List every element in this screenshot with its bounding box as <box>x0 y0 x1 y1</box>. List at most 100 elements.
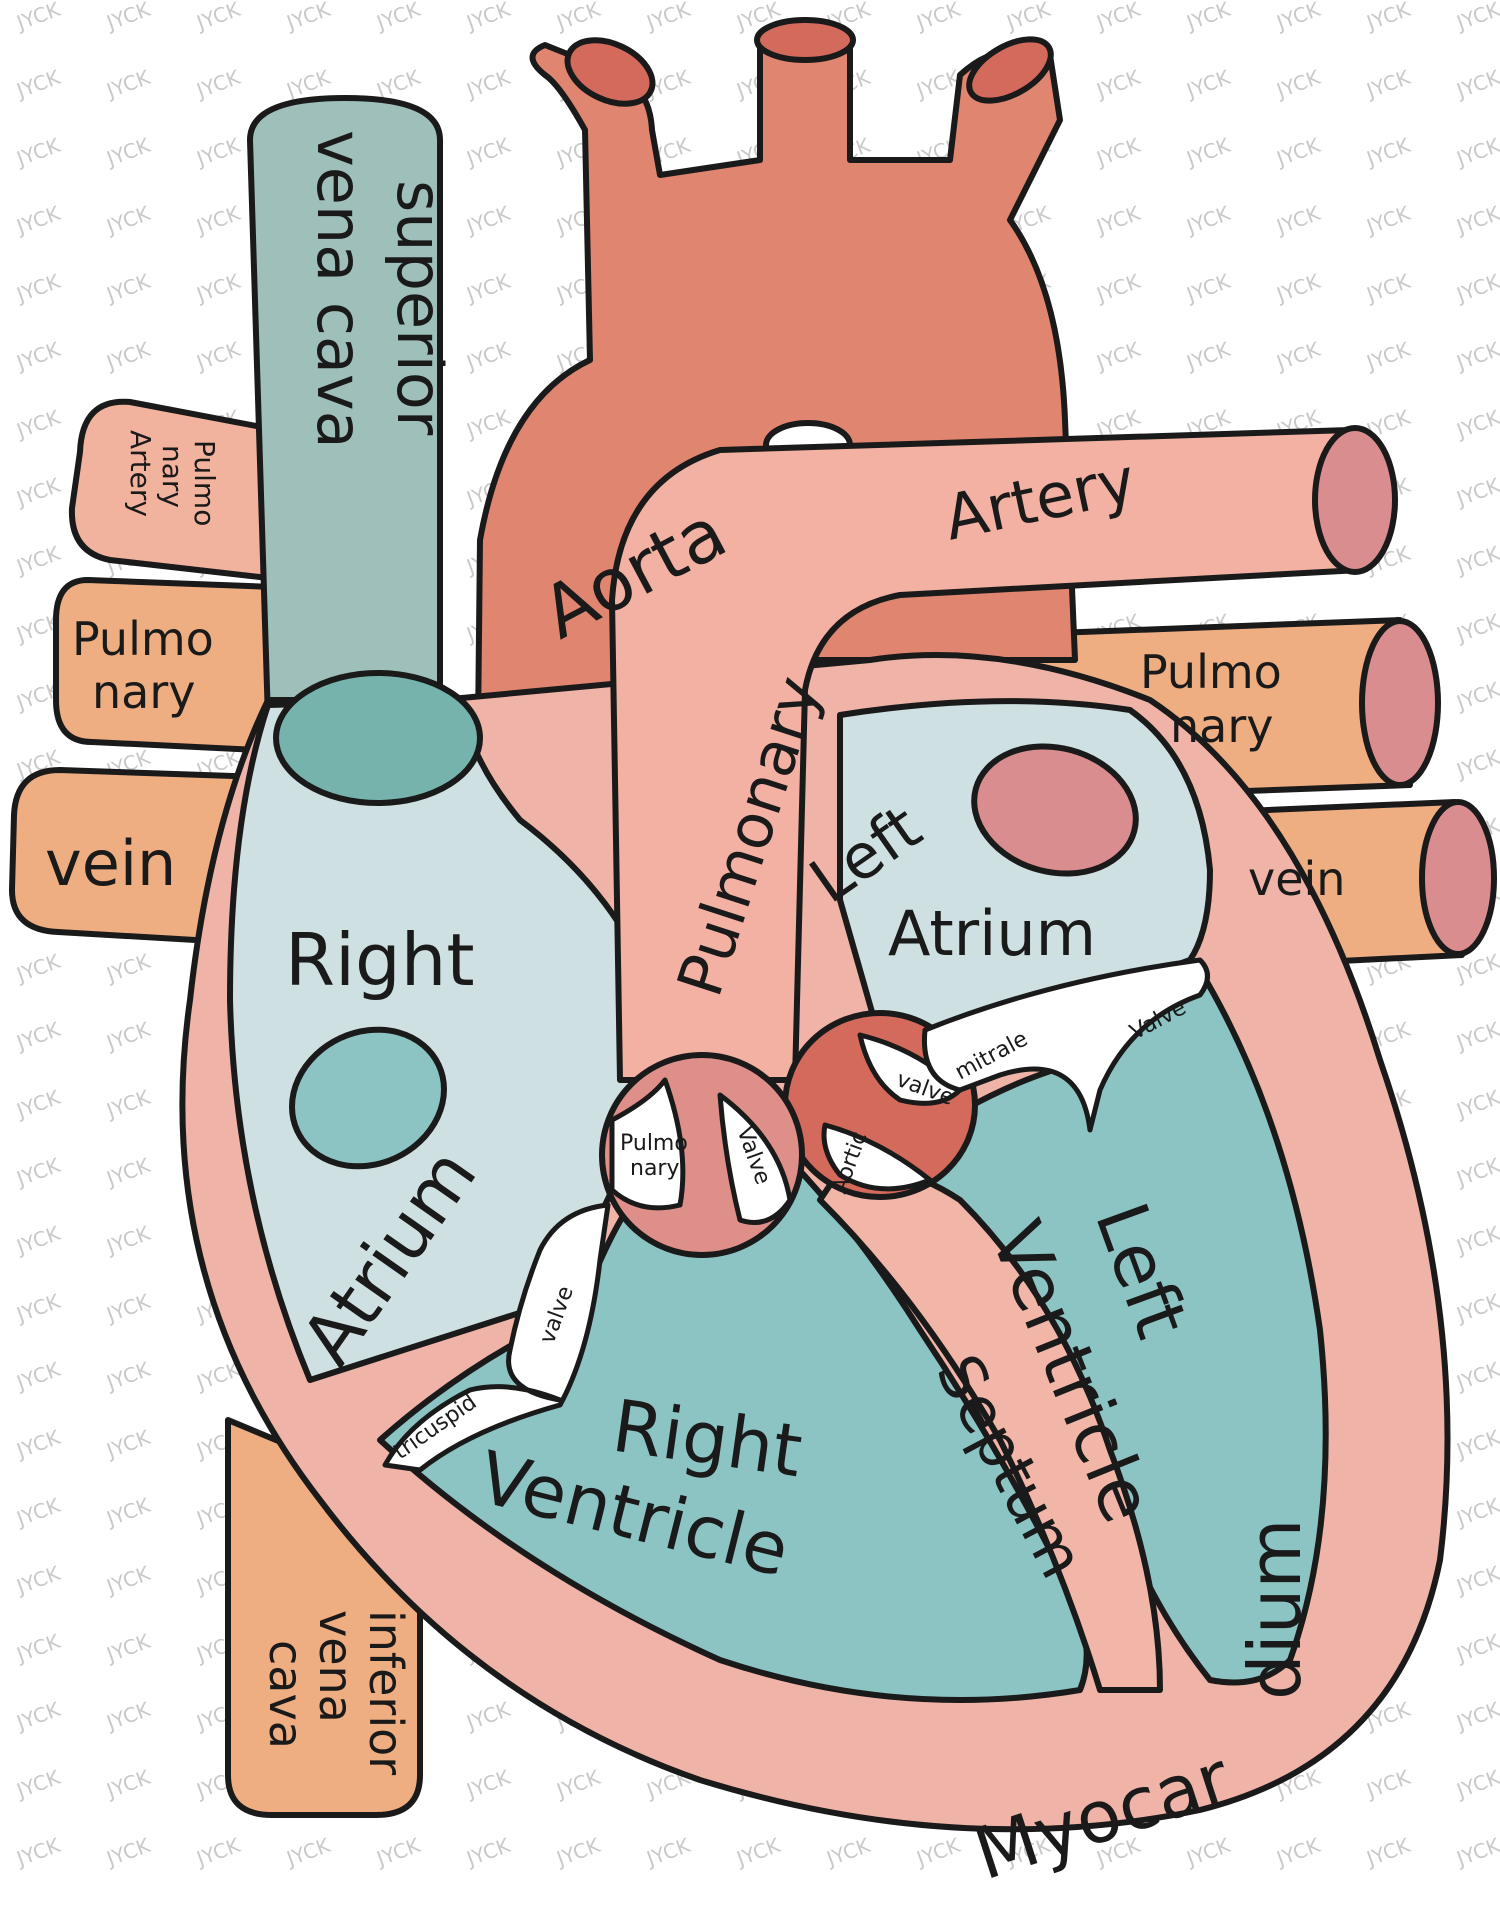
watermark-text: JYCK <box>12 1697 64 1736</box>
watermark-text: JYCK <box>102 1357 154 1396</box>
right-atrium-opening <box>289 1026 447 1170</box>
left-atrium-label-line2: Atrium <box>888 897 1096 970</box>
watermark-text: JYCK <box>102 1629 154 1668</box>
watermark-text: JYCK <box>1452 65 1500 104</box>
watermark-text: JYCK <box>732 1833 784 1872</box>
watermark-text: JYCK <box>12 1833 64 1872</box>
watermark-text: JYCK <box>102 1493 154 1532</box>
superior-vena-cava <box>247 95 443 723</box>
watermark-text: JYCK <box>192 0 244 35</box>
watermark-text: JYCK <box>552 0 604 35</box>
superior-vena-cava-opening <box>273 670 483 806</box>
watermark-text: JYCK <box>1182 269 1234 308</box>
watermark-text: JYCK <box>102 1561 154 1600</box>
watermark-text: JYCK <box>1452 1561 1500 1600</box>
inferior-vena-cava-label-line3: cava <box>259 1640 313 1749</box>
pulmonary-artery-left-label-line3: Artery <box>124 430 157 517</box>
watermark-text: JYCK <box>1362 201 1414 240</box>
watermark-text: JYCK <box>462 1697 514 1736</box>
watermark-text: JYCK <box>102 269 154 308</box>
watermark-text: JYCK <box>1092 269 1144 308</box>
pulmonary-valve-label-line2: nary <box>630 1156 680 1181</box>
watermark-text: JYCK <box>1362 65 1414 104</box>
pulmonary-vein-left-label-line1: Pulmo <box>72 612 214 666</box>
watermark-text: JYCK <box>12 1629 64 1668</box>
watermark-text: JYCK <box>642 1833 694 1872</box>
mitral-valve <box>921 957 1210 1133</box>
watermark-text: JYCK <box>192 337 244 376</box>
watermark-text: JYCK <box>1272 133 1324 172</box>
watermark-text: JYCK <box>12 1561 64 1600</box>
watermark-text: JYCK <box>1452 677 1500 716</box>
watermark-text: JYCK <box>1092 337 1144 376</box>
aorta-branch-3-opening <box>966 36 1054 104</box>
watermark-text: JYCK <box>1452 405 1500 444</box>
pulmonary-vein-right-label-line2: nary <box>1170 699 1273 753</box>
watermark-text: JYCK <box>102 133 154 172</box>
pulmonary-artery-right-opening <box>1312 425 1398 575</box>
pulmonary-artery-left-label-line1: Pulmo <box>188 440 221 526</box>
pulmonary-artery-left-label-line2: nary <box>156 445 189 508</box>
right-pulmonary-vein-lower-opening <box>1419 799 1497 957</box>
watermark-text: JYCK <box>1452 0 1500 35</box>
right-atrium-label-line1: Right <box>285 918 475 1002</box>
watermark-text: JYCK <box>1272 65 1324 104</box>
watermark-text: JYCK <box>1452 1153 1500 1192</box>
watermark-text: JYCK <box>1272 0 1324 35</box>
watermark-text: JYCK <box>1182 133 1234 172</box>
superior-vena-cava-label-line2: vena cava <box>303 130 376 449</box>
watermark-text: JYCK <box>1362 1765 1414 1804</box>
watermark-text: JYCK <box>192 1833 244 1872</box>
pulmonary-valve-cusp <box>609 1077 686 1211</box>
watermark-text: JYCK <box>12 201 64 240</box>
left-pulmonary-vein-upper <box>53 577 303 755</box>
aortic-valve-cusp <box>857 1032 963 1106</box>
watermark-text: JYCK <box>1092 0 1144 35</box>
watermark-text: JYCK <box>12 1017 64 1056</box>
right-atrium <box>227 697 653 1383</box>
myocardium-label-part2: dium <box>1233 1519 1317 1700</box>
watermark-text: JYCK <box>1272 337 1324 376</box>
watermark-text: JYCK <box>462 405 514 444</box>
watermark-text: JYCK <box>1452 1629 1500 1668</box>
vein-right-label: vein <box>1248 852 1345 906</box>
watermark-text: JYCK <box>822 1833 874 1872</box>
watermark-text: JYCK <box>552 1833 604 1872</box>
watermark-text: JYCK <box>12 1289 64 1328</box>
watermark-text: JYCK <box>102 1425 154 1464</box>
watermark-text: JYCK <box>12 949 64 988</box>
watermark-text: JYCK <box>102 949 154 988</box>
watermark-text: JYCK <box>1182 1833 1234 1872</box>
tricuspid-valve <box>382 1202 611 1473</box>
watermark-text: JYCK <box>1272 269 1324 308</box>
watermark-text: JYCK <box>1452 745 1500 784</box>
watermark-text: JYCK <box>12 1357 64 1396</box>
watermark-text: JYCK <box>102 1085 154 1124</box>
watermark-text: JYCK <box>282 0 334 35</box>
watermark-text: JYCK <box>1452 1425 1500 1464</box>
aorta-branch-2-opening <box>754 17 856 63</box>
watermark-text: JYCK <box>642 0 694 35</box>
watermark-text: JYCK <box>462 65 514 104</box>
watermark-text: JYCK <box>102 1153 154 1192</box>
watermark-text: JYCK <box>282 1833 334 1872</box>
watermark-text: JYCK <box>12 405 64 444</box>
aorta-branch-1-opening <box>564 37 656 107</box>
pulmonary-vein-right-label-line1: Pulmo <box>1140 645 1282 699</box>
right-ventricle <box>377 1142 1090 1703</box>
watermark-text: JYCK <box>1272 1833 1324 1872</box>
watermark-text: JYCK <box>912 1833 964 1872</box>
watermark-text: JYCK <box>1362 133 1414 172</box>
watermark-text: JYCK <box>462 337 514 376</box>
watermark-text: JYCK <box>192 269 244 308</box>
watermark-text: JYCK <box>372 0 424 35</box>
pulmonary-valve-cusp-2 <box>717 1092 793 1225</box>
watermark-text: JYCK <box>12 269 64 308</box>
watermark-text: JYCK <box>1182 65 1234 104</box>
watermark-text: JYCK <box>1452 541 1500 580</box>
watermark-text: JYCK <box>462 1765 514 1804</box>
watermark-text: JYCK <box>462 133 514 172</box>
watermark-text: JYCK <box>552 1765 604 1804</box>
watermark-text: JYCK <box>102 65 154 104</box>
watermark-text: JYCK <box>12 337 64 376</box>
